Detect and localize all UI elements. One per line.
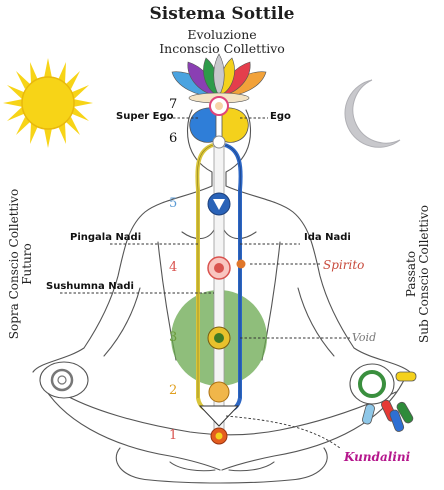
label-ego: Ego	[270, 111, 291, 122]
chakra-number-1: 1	[169, 428, 177, 443]
chakra-number-1-text: 1	[169, 428, 178, 443]
label-sushumna-nadi: Sushumna Nadi	[46, 281, 134, 292]
chakra-number-3-text: 3	[169, 330, 178, 345]
right-hand	[349, 363, 417, 432]
label-pingala-nadi: Pingala Nadi	[70, 232, 142, 243]
sun-icon	[3, 58, 93, 148]
left-vertical-label: Sopra Conscio Collettivo Futuro	[7, 189, 34, 339]
chakra-6	[212, 135, 226, 149]
chakra-2	[208, 381, 230, 403]
subtitle-collective-unconscious: Inconscio Collettivo	[159, 41, 285, 56]
label-spirito: Spirito	[323, 258, 365, 272]
label-super-ego: Super Ego	[116, 111, 174, 122]
ego-lobes	[189, 107, 249, 143]
chakra-number-4-text: 4	[169, 260, 178, 275]
chakra-number-5-text: 5	[169, 196, 178, 211]
chakra-number-6-text: 6	[169, 131, 178, 146]
diagram-title: Sistema Sottile	[149, 4, 295, 24]
chakra-number-2-text: 2	[169, 383, 178, 398]
left-hand	[39, 361, 89, 399]
chakra-number-3: 3	[169, 330, 177, 345]
spirito-flame	[236, 259, 246, 269]
right-vertical-line2: Sub Conscio Collettivo	[417, 204, 431, 344]
chakra-3-core	[214, 333, 224, 343]
chakra-5-triangle	[213, 199, 225, 210]
left-vertical-line2: Futuro	[20, 243, 34, 285]
kundalini-coil	[215, 432, 223, 440]
lotus-icon	[171, 53, 267, 116]
subtitle-evolution: Evoluzione	[187, 27, 257, 42]
moon-icon	[344, 79, 401, 148]
chakra-number-4: 4	[169, 260, 177, 275]
chakra-number-5: 5	[169, 196, 177, 211]
label-kundalini: Kundalini	[344, 450, 411, 464]
chakra-4-core	[214, 263, 224, 273]
chakras	[198, 135, 246, 445]
chakra-number-7: 7	[169, 97, 177, 112]
right-vertical-label: Passato Sub Conscio Collettivo	[404, 204, 431, 344]
body-outline	[32, 109, 411, 484]
chakra-number-7-text: 7	[169, 97, 178, 112]
label-ida-nadi: Ida Nadi	[304, 232, 351, 243]
label-void: Void	[352, 331, 377, 344]
chakra-number-6: 6	[169, 131, 177, 146]
sacrum-triangle	[198, 405, 240, 427]
chakra-number-2: 2	[169, 383, 177, 398]
leader-lines	[60, 117, 350, 449]
